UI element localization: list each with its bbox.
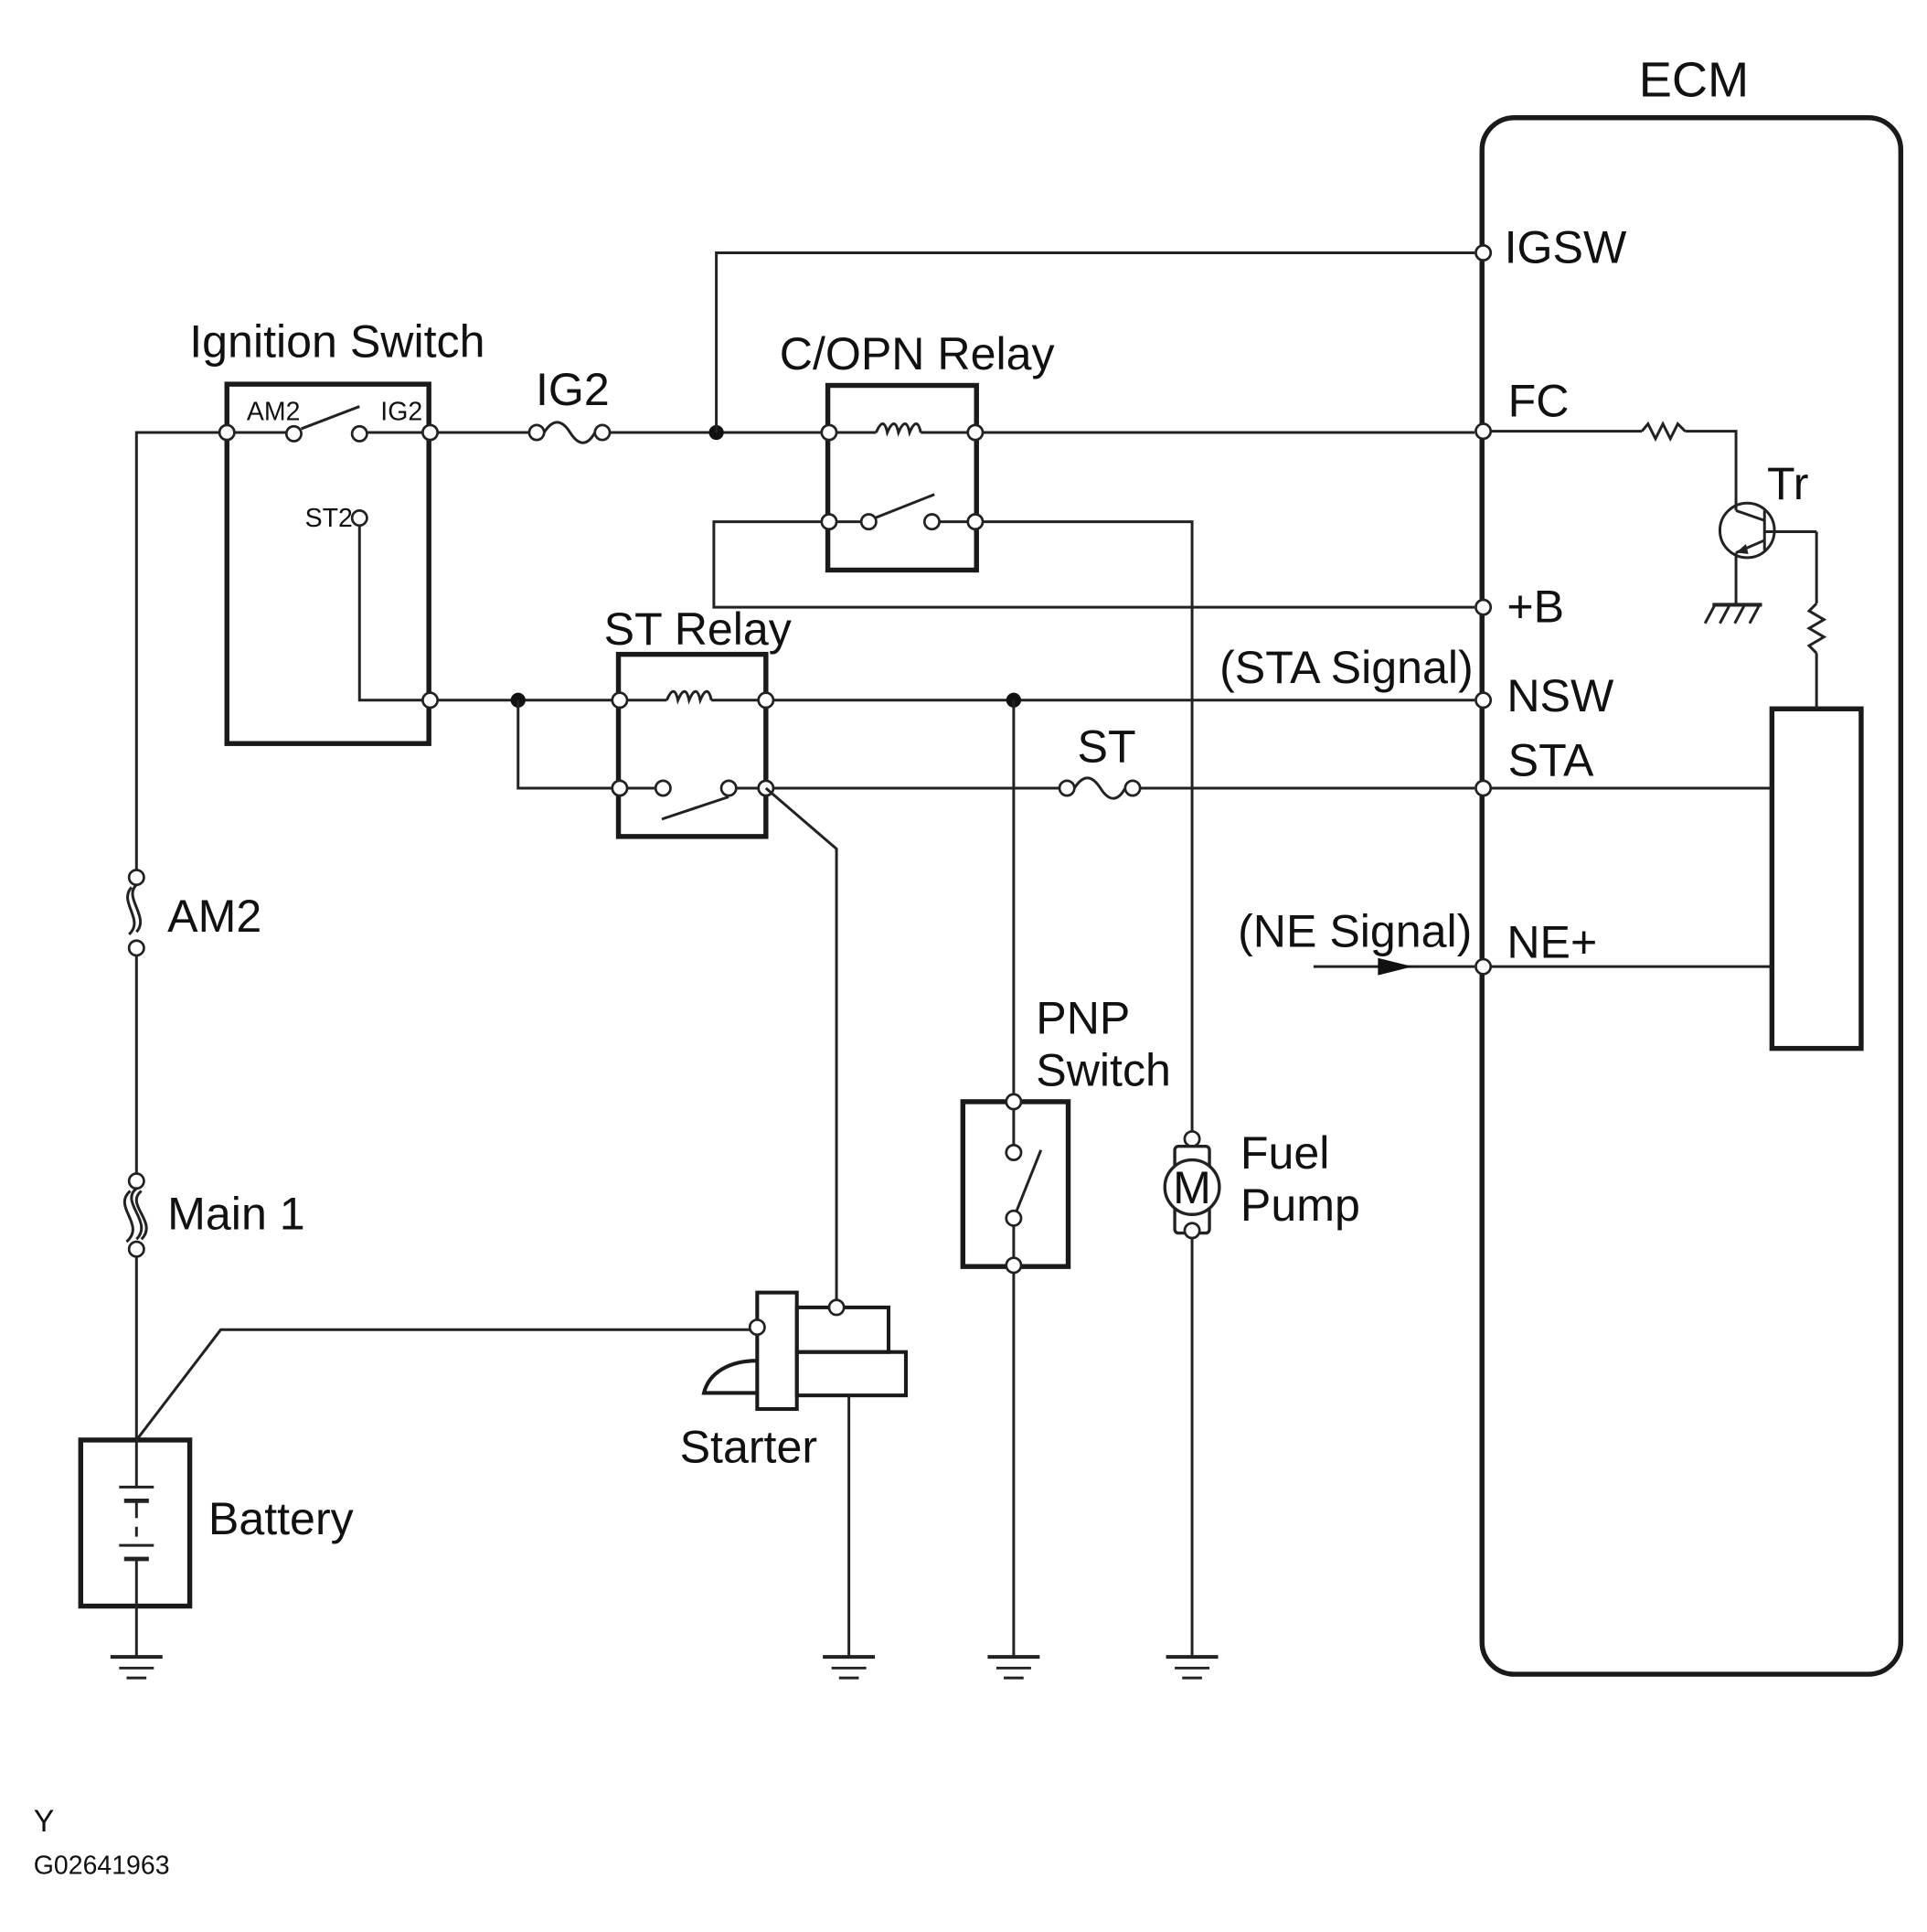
ne-signal-arrow: [1378, 957, 1413, 976]
main1-fuse: Main 1: [122, 1172, 305, 1258]
pnp-switch-label-line1: PNP: [1036, 992, 1130, 1043]
ecm-pin-plus-b: +B: [1506, 581, 1564, 632]
st-relay: ST Relay: [604, 603, 792, 839]
st-fuse-label: ST: [1078, 721, 1136, 773]
ecm-label: ECM: [1639, 53, 1749, 108]
transistor-label: Tr: [1767, 458, 1808, 509]
pnp-switch-label-line2: Switch: [1036, 1044, 1171, 1095]
ig2-fuse-label: IG2: [536, 364, 610, 415]
ecm-pin-sta: STA: [1508, 734, 1594, 785]
ignition-switch-label: Ignition Switch: [189, 315, 484, 367]
starter-motor: Starter: [680, 1290, 909, 1472]
fuel-pump-label-line2: Pump: [1240, 1179, 1360, 1231]
ecm-pin-igsw: IGSW: [1505, 221, 1627, 272]
ecm-module: ECM IGSW FC +B NSW STA NE+ (STA Signal) …: [1219, 53, 1904, 1677]
starter-label: Starter: [680, 1421, 817, 1472]
ecm-pin-fc: FC: [1508, 375, 1570, 426]
pnp-ground-symbol: [987, 1655, 1040, 1680]
ignition-switch: Ignition Switch AM2 IG2 ST2: [189, 315, 484, 746]
fuel-pump-motor-symbol: M: [1173, 1162, 1211, 1213]
st-relay-label: ST Relay: [604, 603, 792, 655]
ecm-internal-block: [1769, 706, 1864, 1051]
ign-ig2-terminal-label: IG2: [380, 397, 422, 426]
pnp-switch: PNP Switch: [960, 992, 1171, 1275]
ign-st2-terminal-label: ST2: [305, 504, 353, 533]
st-fuse: ST: [1058, 721, 1142, 800]
fuel-pump: M Fuel Pump: [1163, 1127, 1360, 1240]
copn-coil-symbol: [875, 422, 922, 437]
battery: Battery: [78, 1437, 354, 1609]
main1-fuse-label: Main 1: [167, 1189, 304, 1240]
am2-fuse: AM2: [126, 869, 261, 957]
diagram-code-letter: Y: [34, 1804, 55, 1839]
battery-ground-symbol: [110, 1655, 163, 1680]
ign-am2-terminal-label: AM2: [247, 397, 301, 426]
st-relay-coil-symbol: [665, 689, 713, 705]
sta-signal-label: (STA Signal): [1219, 642, 1474, 693]
am2-fuse-label: AM2: [167, 891, 261, 942]
copn-relay-label: C/OPN Relay: [780, 328, 1055, 379]
ecm-pin-nsw: NSW: [1506, 670, 1614, 721]
fuel-pump-ground-symbol: [1166, 1655, 1219, 1680]
fc-resistor-symbol: [1640, 421, 1687, 443]
transistor-tr: Tr: [1703, 458, 1827, 710]
tr-base-resistor: [1806, 603, 1827, 655]
ecm-pin-ne-plus: NE+: [1506, 917, 1597, 968]
starter-ground-symbol: [823, 1655, 876, 1680]
fuel-pump-label-line1: Fuel: [1240, 1127, 1330, 1179]
ne-signal-label: (NE Signal): [1238, 905, 1472, 956]
figure-id: G02641963: [34, 1851, 170, 1880]
copn-relay: C/OPN Relay: [780, 328, 1055, 573]
ig2-fuse: IG2: [527, 364, 612, 444]
battery-label: Battery: [208, 1493, 354, 1544]
